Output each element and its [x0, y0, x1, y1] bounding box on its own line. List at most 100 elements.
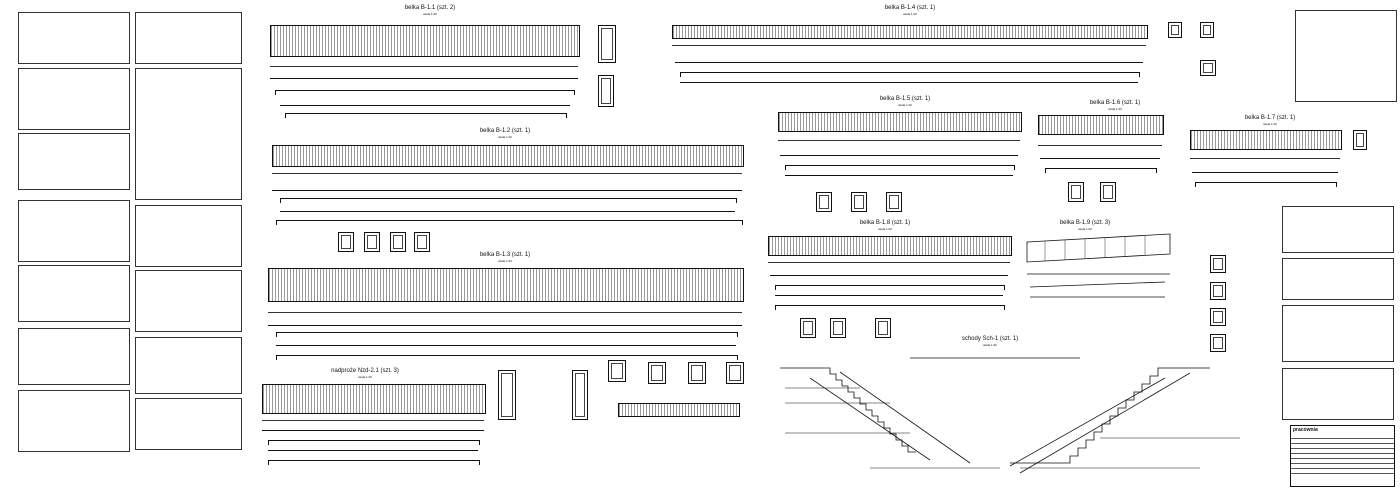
rebar-line: [268, 440, 480, 445]
rebar-line: [280, 198, 737, 203]
rebar-line: [775, 285, 1005, 290]
cross-section: [498, 370, 516, 420]
rebar-line: [285, 113, 567, 118]
rebar-schedule-table: [1282, 368, 1394, 420]
beam-title: belka B-1.1 (szt. 2) skala 1:20: [404, 5, 456, 16]
rebar-line: [680, 72, 1140, 77]
rebar-line: [276, 345, 736, 346]
rebar-schedule-table: [135, 12, 242, 64]
rebar-line: [780, 155, 1018, 156]
cross-section: [608, 360, 626, 382]
dimension-line: [778, 140, 1020, 141]
stairs-title: schody Sch-1 (szt. 1) skala 1:20: [961, 336, 1019, 347]
rebar-schedule-table: [135, 270, 242, 332]
cross-section: [1200, 22, 1214, 38]
dimension-line: [768, 262, 1010, 263]
rebar-schedule-table: [1282, 206, 1394, 253]
rebar-line: [276, 355, 738, 360]
lintel-title: nadproże Nzd-2.1 (szt. 3) skala 1:20: [331, 368, 399, 379]
rebar-line: [1045, 168, 1157, 173]
rebar-line: [1195, 182, 1337, 187]
cross-section: [648, 362, 666, 384]
rebar-line: [268, 460, 480, 465]
rebar-schedule-table: [18, 200, 130, 262]
company-logo: pracownia: [1293, 427, 1318, 433]
title-block: pracownia: [1290, 425, 1395, 487]
cross-section: [364, 232, 380, 252]
beam-title: belka B-1.3 (szt. 1) skala 1:20: [479, 252, 531, 263]
rebar-line: [280, 105, 570, 106]
beam-elevation: [1038, 115, 1164, 135]
rebar-line: [262, 430, 484, 431]
rebar-line: [1192, 172, 1338, 173]
cross-section: [1353, 130, 1367, 150]
rebar-line: [280, 211, 735, 212]
beam-title: belka B-1.5 (szt. 1) skala 1:20: [879, 96, 931, 107]
beam-elevation: [768, 236, 1012, 256]
beam-title: belka B-1.8 (szt. 1) skala 1:20: [859, 220, 911, 231]
rebar-line: [1040, 158, 1160, 159]
rebar-line: [785, 175, 1013, 176]
rebar-schedule-table: [18, 133, 130, 190]
rebar-schedule-table: [18, 265, 130, 322]
rebar-line: [272, 190, 742, 191]
rebar-line: [275, 90, 575, 95]
cross-section: [390, 232, 406, 252]
beam-elevation: [1190, 130, 1342, 150]
rebar-line: [268, 325, 742, 326]
rebar-schedule-table: [18, 328, 130, 385]
rebar-schedule-table: [135, 337, 242, 394]
rebar-schedule-table: [1282, 305, 1394, 362]
rebar-line: [775, 305, 1005, 310]
cross-section: [1168, 22, 1182, 38]
beam-elevation: [268, 268, 744, 302]
cross-section: [338, 232, 354, 252]
rebar-line: [775, 295, 1003, 296]
cross-section: [1210, 334, 1226, 352]
beam-title: belka B-1.2 (szt. 1) skala 1:20: [479, 128, 531, 139]
rebar-schedule-table: [135, 205, 242, 267]
cross-section: [800, 318, 816, 338]
lintel-detail: [618, 403, 740, 417]
cross-section: [830, 318, 846, 338]
cross-section: [1210, 308, 1226, 326]
dimension-line: [272, 173, 742, 174]
beam-elevation: [272, 145, 744, 167]
stairs-section: [780, 357, 1240, 474]
cross-section: [886, 192, 902, 212]
rebar-line: [268, 450, 478, 451]
rebar-line: [270, 78, 578, 79]
cross-section: [598, 75, 614, 107]
cross-section: [851, 192, 867, 212]
beam-title: belka B-1.7 (szt. 1) skala 1:20: [1244, 115, 1296, 126]
rebar-schedule-table: [18, 390, 130, 452]
cross-section: [598, 25, 616, 63]
beam-elevation: [270, 25, 580, 57]
dimension-line: [672, 45, 1146, 46]
rebar-line: [276, 332, 738, 337]
cross-section: [1210, 282, 1226, 300]
rebar-schedule-table: [135, 68, 242, 200]
rebar-schedule-table: [18, 68, 130, 130]
rebar-line: [675, 62, 1143, 63]
rebar-line: [680, 82, 1138, 83]
rebar-schedule-table: [1295, 10, 1397, 102]
beam-elevation: [672, 25, 1148, 39]
cross-section: [1200, 60, 1216, 76]
rebar-line: [785, 165, 1015, 170]
cross-section: [414, 232, 430, 252]
dimension-line: [262, 420, 484, 421]
beam-title: belka B-1.4 (szt. 1) skala 1:20: [884, 5, 936, 16]
dimension-line: [1038, 145, 1162, 146]
cross-section: [572, 370, 588, 420]
rebar-line: [770, 275, 1008, 276]
cross-section: [688, 362, 706, 384]
rebar-schedule-table: [1282, 258, 1394, 300]
dimension-line: [270, 66, 578, 67]
beam-title: belka B-1.9 (szt. 3) skala 1:20: [1059, 220, 1111, 231]
beam-title: belka B-1.6 (szt. 1) skala 1:20: [1089, 100, 1141, 111]
beam-elevation: [778, 112, 1022, 132]
rebar-schedule-table: [18, 12, 130, 64]
cross-section: [1068, 182, 1084, 202]
